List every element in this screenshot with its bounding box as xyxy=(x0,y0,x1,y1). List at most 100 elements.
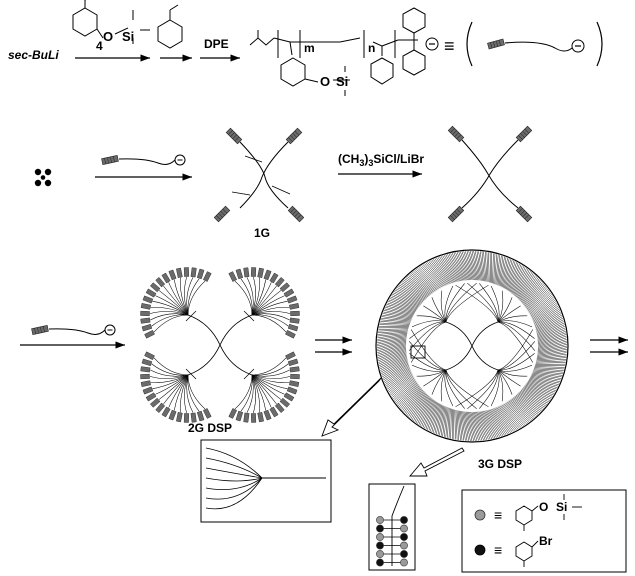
dsp3g-peripheral-chain xyxy=(537,342,567,350)
dsp3g-peripheral-chain xyxy=(460,410,464,441)
zoom-inset-core-chains xyxy=(205,447,326,510)
dsp3g-peripheral-chain xyxy=(516,270,530,298)
zoom-source-box xyxy=(410,345,426,359)
dsp3g-peripheral-chain xyxy=(396,288,424,302)
dsp3g-branch xyxy=(410,329,447,371)
dsp3g-peripheral-chain xyxy=(503,259,511,289)
dsp3g-peripheral-chain xyxy=(413,394,428,421)
dsp3g-peripheral-chain xyxy=(447,254,461,282)
dsp3g-peripheral-chain xyxy=(505,260,514,290)
dsp3g-peripheral-chain xyxy=(532,372,562,378)
dsp3g-peripheral-chain xyxy=(377,345,407,355)
dsp3g-peripheral-chain xyxy=(415,395,429,423)
dsp3g-peripheral-chain xyxy=(496,407,516,431)
dsp3g-peripheral-chain xyxy=(521,389,549,403)
dsp3g-peripheral-chain xyxy=(471,411,481,441)
dsp3g-peripheral-chain xyxy=(517,393,544,409)
monomer-number-label: 4 xyxy=(96,39,103,53)
dsp3g-peripheral-chain xyxy=(377,333,408,337)
dsp2g-end-block xyxy=(279,397,290,408)
dsp3g-peripheral-chain xyxy=(522,278,540,304)
dsp3g-peripheral-chain xyxy=(511,265,523,294)
dsp2g-end-block xyxy=(145,392,157,402)
dsp3g-peripheral-chain xyxy=(507,401,531,422)
dsp3g-peripheral-chain xyxy=(401,385,420,410)
dsp3g-peripheral-chain xyxy=(377,336,407,342)
dsp3g-peripheral-chain xyxy=(515,395,541,413)
dsp3g-peripheral-chain xyxy=(536,357,567,361)
dsp2g-end-block xyxy=(235,410,244,422)
dsp3g-peripheral-chain xyxy=(402,386,421,411)
dsp3g-branch xyxy=(411,320,447,328)
dsp3g-core-arm xyxy=(471,345,499,371)
dsp3g-peripheral-chain xyxy=(509,263,520,293)
dsp3g-peripheral-chain xyxy=(385,307,415,315)
dsp3g-peripheral-chain xyxy=(537,324,565,338)
dsp3g-branch xyxy=(497,290,504,323)
dsp2g-end-block xyxy=(287,358,299,367)
dsp2g-end-block xyxy=(289,366,300,373)
dsp3g-branch xyxy=(440,290,447,323)
inset-bead-right xyxy=(400,558,408,567)
dsp3g-peripheral-chain xyxy=(382,362,409,379)
dsp3g-peripheral-chain xyxy=(389,298,419,309)
inset-bead-left xyxy=(376,541,384,550)
dsp3g-branch xyxy=(479,283,499,323)
dsp2g-end-block xyxy=(176,267,183,278)
dsp2g-end-block xyxy=(286,295,298,304)
dsp2g-end-block xyxy=(196,410,205,422)
dsp3g-peripheral-chain xyxy=(465,251,474,281)
dsp3g-peripheral-chain xyxy=(383,311,413,318)
dsp3g-peripheral-chain xyxy=(379,354,407,368)
dsp3g-peripheral-chain xyxy=(537,334,567,345)
dsp3g-peripheral-chain xyxy=(385,368,411,387)
dsp3g-peripheral-chain xyxy=(530,294,552,316)
dsp3g-peripheral-chain xyxy=(420,397,432,426)
dsp3g-peripheral-chain xyxy=(476,411,488,440)
dsp3g-peripheral-chain xyxy=(377,337,407,343)
dsp3g-peripheral-chain xyxy=(533,304,558,323)
dsp3g-peripheral-chain xyxy=(400,283,427,299)
dsp3g-peripheral-chain xyxy=(422,399,434,428)
dsp2g-arm xyxy=(168,374,189,408)
dsp2g-arm xyxy=(251,313,290,321)
dsp3g-peripheral-chain xyxy=(519,391,546,406)
dsp3g-peripheral-chain xyxy=(392,376,414,398)
dsp3g-peripheral-chain xyxy=(527,287,548,311)
dsp2g-end-block xyxy=(140,317,151,324)
dsp2g-dash xyxy=(243,368,255,380)
dsp3g-branch xyxy=(431,297,447,323)
dsp3g-peripheral-chain xyxy=(439,405,445,436)
dsp3g-peripheral-chain xyxy=(500,405,522,428)
dsp3g-peripheral-chain xyxy=(427,401,437,430)
dsp3g-peripheral-chain xyxy=(433,259,451,284)
dsp3g-peripheral-chain xyxy=(410,392,426,419)
dsp2g-end-block xyxy=(140,303,151,310)
dsp3g-peripheral-chain xyxy=(535,310,561,328)
legend-benzyl-bromide-structure xyxy=(515,540,539,567)
dsp3g-peripheral-chain xyxy=(459,410,463,441)
dsp3g-peripheral-chain xyxy=(462,411,468,441)
dsp3g-peripheral-chain xyxy=(481,251,485,282)
dsp2g-dash xyxy=(243,310,255,322)
dsp3g-peripheral-chain xyxy=(448,253,463,281)
core-dots-icon xyxy=(34,168,52,187)
dsp3g-peripheral-chain xyxy=(513,397,539,415)
inset-bead-left xyxy=(376,533,384,541)
dsp3g-peripheral-chain xyxy=(439,256,456,283)
dsp3g-peripheral-chain xyxy=(490,409,508,435)
legend-equiv-2: ≡ xyxy=(494,542,502,558)
dsp3g-peripheral-chain xyxy=(488,252,490,283)
dsp3g-peripheral-chain xyxy=(394,378,415,401)
dsp2g-arm xyxy=(251,276,256,316)
dsp3g-peripheral-chain xyxy=(526,382,556,393)
dsp2g-arm xyxy=(179,277,189,316)
dsp2g-arm xyxy=(179,374,189,413)
dsp3g-peripheral-chain xyxy=(384,366,410,384)
dsp3g-peripheral-chain xyxy=(486,410,502,437)
dsp3g-peripheral-chain xyxy=(499,256,505,287)
block-capped-tl xyxy=(447,125,465,143)
dsp3g-peripheral-chain xyxy=(507,262,517,291)
dsp3g-peripheral-chain xyxy=(522,388,550,401)
